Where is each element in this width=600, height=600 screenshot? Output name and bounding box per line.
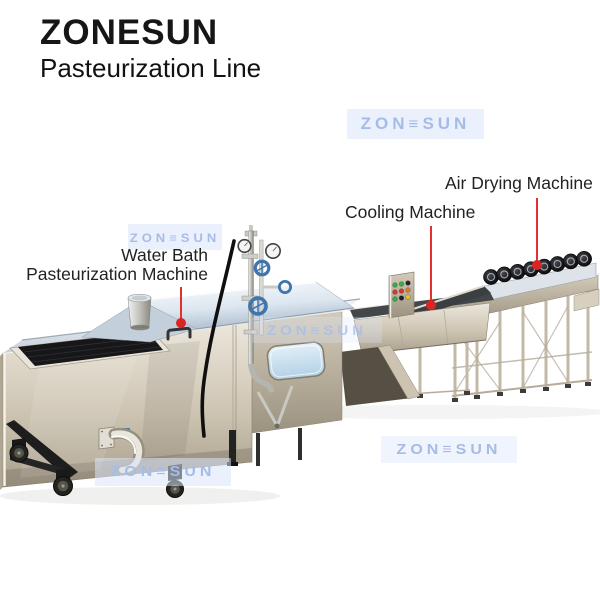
- label-air-drying-machine: Air Drying Machine: [445, 173, 593, 193]
- caster-wheels: [6, 420, 238, 498]
- label-cooling-machine: Cooling Machine: [345, 202, 476, 222]
- inspection-window: [266, 341, 326, 381]
- brand-name: ZONESUN: [40, 13, 219, 52]
- support-brace: [340, 344, 421, 406]
- pasteurizer-hood: [81, 280, 355, 343]
- valve-gauge-assembly: [237, 225, 294, 429]
- product-title: Pasteurization Line: [40, 53, 262, 83]
- hood-handle: [166, 326, 192, 341]
- pointer-dot-air-drying: [532, 260, 542, 270]
- label-water-bath-pasteurization-machine: Water Bath Pasteurization Machine: [26, 245, 208, 284]
- brand-logo: ZONESUN Pasteurization Line: [40, 13, 262, 83]
- control-panel: [388, 271, 415, 319]
- valve-handwheels: [248, 259, 292, 316]
- pointer-line-air-drying: [536, 198, 538, 261]
- panel-buttons: [392, 280, 411, 302]
- pointer-dot-cooling: [426, 300, 436, 310]
- pressure-gauges: [237, 238, 281, 260]
- pointer-line-water-bath: [180, 287, 182, 319]
- hose: [200, 239, 236, 438]
- pointer-line-cooling: [430, 226, 432, 301]
- bucket: [127, 293, 152, 331]
- pointer-dot-water-bath: [176, 318, 186, 328]
